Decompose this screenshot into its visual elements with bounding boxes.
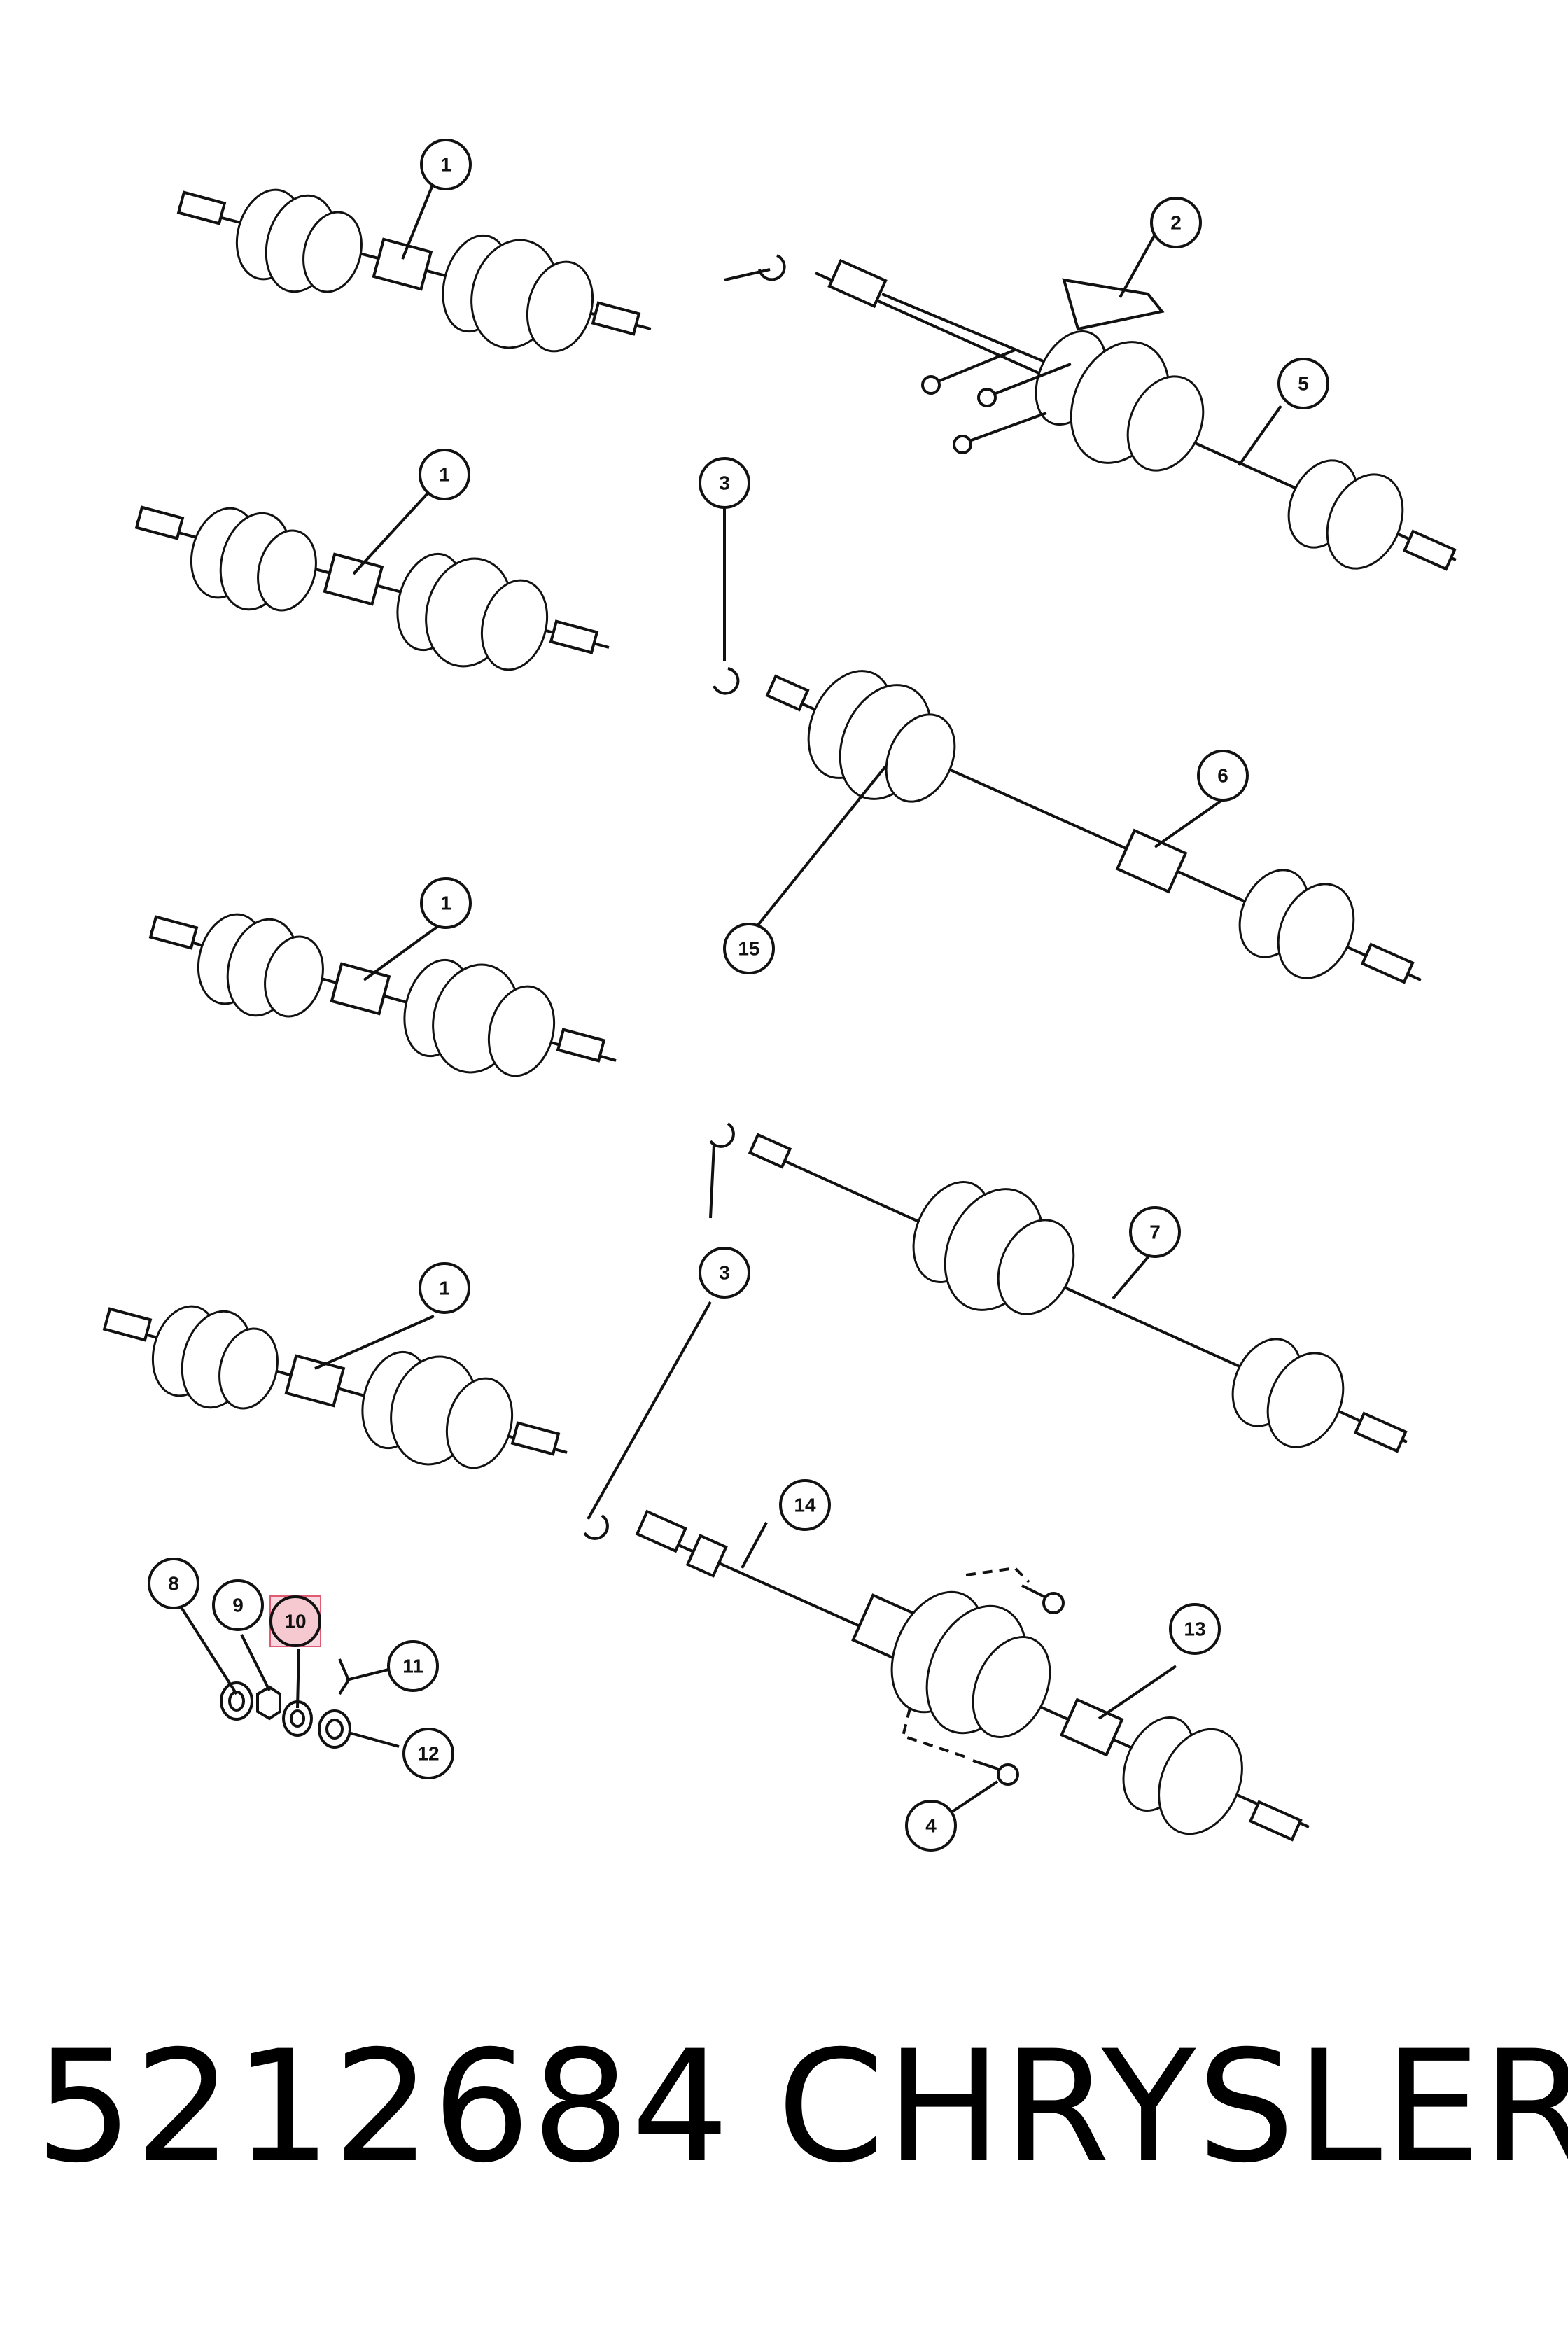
parts-diagram: 1 2 5 1 3 6 1 15 7 3 1 14 8 9 10 11 12 1… bbox=[102, 139, 1457, 1851]
hardware-group bbox=[220, 1658, 351, 1749]
callout-2: 2 bbox=[1150, 197, 1202, 248]
axle-assembly-1b bbox=[134, 505, 610, 671]
svg-text:15: 15 bbox=[738, 938, 760, 960]
svg-text:3: 3 bbox=[719, 1262, 730, 1284]
snap-ring-3a-lower bbox=[713, 667, 740, 695]
snap-ring-3b-lower bbox=[583, 1514, 609, 1540]
axle-assembly-7 bbox=[748, 1133, 1408, 1453]
svg-text:9: 9 bbox=[232, 1595, 244, 1616]
axle-assembly-1d bbox=[102, 1305, 568, 1469]
svg-text:1: 1 bbox=[440, 154, 451, 176]
callout-11: 11 bbox=[387, 1640, 439, 1692]
callout-12: 12 bbox=[402, 1728, 454, 1779]
svg-text:5: 5 bbox=[1298, 373, 1309, 395]
svg-text:2: 2 bbox=[1170, 212, 1182, 234]
callout-1a: 1 bbox=[420, 139, 472, 190]
svg-text:11: 11 bbox=[402, 1656, 424, 1677]
callout-1c: 1 bbox=[420, 877, 472, 929]
callout-5: 5 bbox=[1278, 358, 1329, 410]
svg-text:1: 1 bbox=[439, 1278, 450, 1299]
svg-text:3: 3 bbox=[719, 472, 730, 494]
callout-9: 9 bbox=[212, 1579, 264, 1631]
axle-assembly-6 bbox=[765, 670, 1422, 984]
svg-text:1: 1 bbox=[439, 464, 450, 486]
svg-text:6: 6 bbox=[1217, 765, 1228, 787]
axle-assembly-13 bbox=[635, 1509, 1310, 1842]
callout-4: 4 bbox=[905, 1800, 957, 1851]
svg-text:10: 10 bbox=[284, 1611, 306, 1632]
svg-text:8: 8 bbox=[168, 1573, 179, 1595]
callout-13: 13 bbox=[1169, 1603, 1221, 1655]
axle-assembly-1a bbox=[176, 188, 652, 353]
bolt-group bbox=[921, 349, 1072, 454]
part-number-label: 5212684 bbox=[35, 2017, 731, 2197]
callout-14: 14 bbox=[779, 1479, 831, 1531]
callout-3a: 3 bbox=[699, 457, 750, 509]
svg-text:4: 4 bbox=[925, 1815, 937, 1837]
callout-7: 7 bbox=[1129, 1206, 1181, 1258]
svg-text:13: 13 bbox=[1184, 1618, 1205, 1640]
axle-assembly-1c bbox=[148, 913, 617, 1077]
svg-text:14: 14 bbox=[794, 1494, 816, 1516]
callout-6: 6 bbox=[1197, 750, 1249, 802]
callout-1b: 1 bbox=[419, 449, 470, 500]
snap-ring-3b-upper bbox=[709, 1122, 735, 1148]
snap-ring-3a-upper bbox=[758, 254, 786, 281]
svg-text:1: 1 bbox=[440, 892, 451, 914]
callout-10: 10 bbox=[270, 1595, 321, 1647]
callout-1d: 1 bbox=[419, 1262, 470, 1314]
callout-8: 8 bbox=[148, 1558, 200, 1609]
svg-text:7: 7 bbox=[1149, 1222, 1161, 1243]
callout-15: 15 bbox=[723, 923, 775, 974]
brand-label: CHRYSLER bbox=[777, 2017, 1568, 2197]
leader-lines bbox=[177, 164, 1282, 1818]
callout-3b: 3 bbox=[699, 1247, 750, 1298]
axle-assembly-5 bbox=[815, 258, 1457, 571]
svg-text:12: 12 bbox=[417, 1743, 439, 1765]
